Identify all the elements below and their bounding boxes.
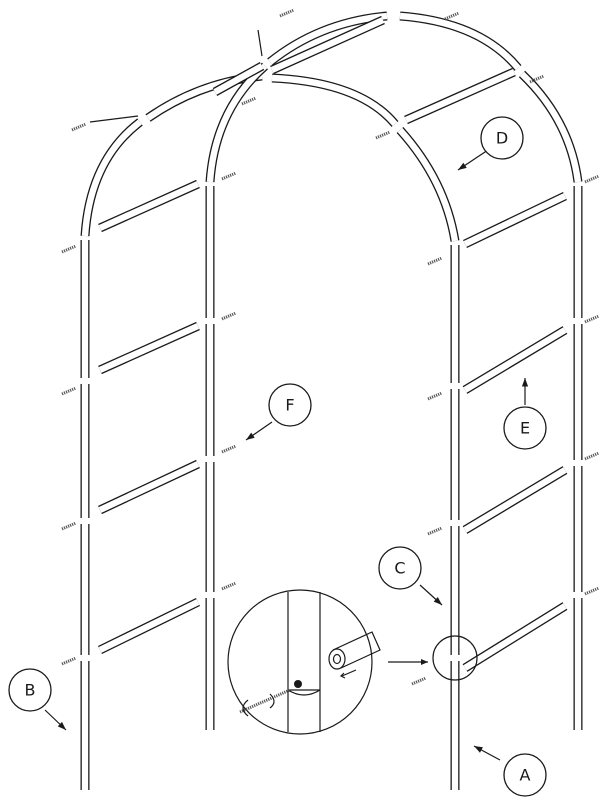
callout-labels: A B C D E F bbox=[8, 116, 547, 797]
arch-segment-inner bbox=[519, 71, 582, 183]
callout-label-a: A bbox=[520, 766, 531, 785]
screw-icon bbox=[241, 96, 257, 106]
rung-inner bbox=[463, 327, 567, 393]
callout-label-d: D bbox=[496, 129, 508, 148]
screw-icon bbox=[427, 256, 443, 266]
arch-segment-inner bbox=[206, 63, 268, 183]
screw-icon bbox=[584, 451, 600, 461]
screw-icon bbox=[221, 581, 237, 591]
callout-circle bbox=[268, 383, 312, 427]
screw-icon bbox=[221, 171, 237, 181]
detail-magnifier bbox=[227, 589, 478, 735]
arch-segment-inner bbox=[271, 74, 398, 127]
arch-frame bbox=[80, 11, 583, 790]
rung-inner bbox=[270, 17, 385, 73]
rung-inner bbox=[463, 603, 567, 671]
callout-circle bbox=[378, 546, 422, 590]
screws bbox=[61, 8, 600, 686]
screw-icon bbox=[61, 656, 77, 666]
screw-icon bbox=[61, 244, 77, 254]
rung-inner bbox=[463, 193, 567, 247]
arch-segment bbox=[396, 126, 460, 242]
screw-icon bbox=[427, 391, 443, 401]
leader-line bbox=[89, 115, 139, 123]
callout-label-b: B bbox=[25, 681, 36, 700]
arrowhead-icon bbox=[57, 721, 66, 730]
callout-label-f: F bbox=[285, 396, 294, 415]
rung-inner bbox=[98, 323, 200, 373]
rung-inner bbox=[98, 181, 200, 231]
screw-icon bbox=[71, 122, 87, 132]
callout-circle bbox=[8, 668, 52, 712]
leader-line bbox=[257, 29, 263, 57]
arch-segment-inner bbox=[399, 12, 521, 71]
arrowhead-icon bbox=[458, 162, 467, 170]
arch-segment bbox=[518, 70, 583, 183]
screw-icon bbox=[61, 386, 77, 396]
screw-icon bbox=[427, 526, 443, 536]
rung-inner bbox=[213, 63, 264, 95]
screw-icon bbox=[221, 311, 237, 321]
screw-icon bbox=[279, 8, 295, 18]
screw-icon bbox=[61, 521, 77, 531]
callout-circle bbox=[503, 406, 547, 450]
callout-circle bbox=[480, 116, 524, 160]
rung-inner bbox=[463, 467, 567, 533]
arrowhead-icon bbox=[433, 597, 442, 605]
arrowhead-icon bbox=[246, 432, 255, 440]
callout-label-c: C bbox=[394, 559, 405, 578]
screw-icon bbox=[584, 314, 600, 324]
arrowhead-icon bbox=[474, 746, 483, 753]
screw-icon bbox=[529, 74, 545, 84]
rung-inner bbox=[404, 69, 516, 123]
rung-inner bbox=[98, 461, 200, 513]
arch-segment-inner bbox=[397, 127, 459, 242]
callout-label-e: E bbox=[520, 419, 530, 438]
screw-icon bbox=[411, 676, 427, 686]
screw-icon bbox=[584, 174, 600, 184]
screw-icon bbox=[444, 11, 460, 21]
arrowhead-icon bbox=[521, 378, 529, 387]
screw-icon bbox=[221, 444, 237, 454]
screw-icon bbox=[584, 586, 600, 596]
callout-circle bbox=[503, 753, 547, 797]
arch-segment-inner bbox=[268, 12, 388, 65]
arch-segment-inner bbox=[81, 119, 142, 237]
arch-segment bbox=[399, 11, 522, 71]
screw-icon bbox=[375, 130, 391, 140]
rung-inner bbox=[98, 599, 200, 653]
